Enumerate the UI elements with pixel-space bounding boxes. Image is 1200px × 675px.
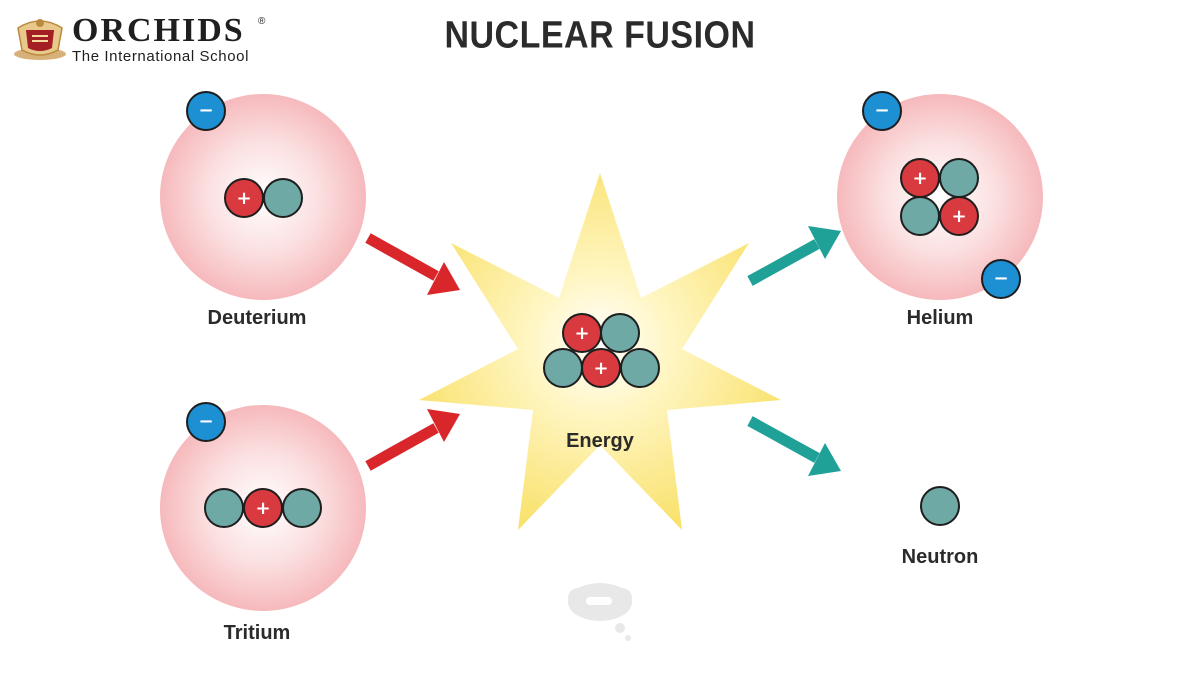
tritium-label: Tritium (223, 622, 291, 644)
proton-particle (939, 196, 979, 236)
neutron-particle (620, 348, 660, 388)
electron-sign: − (993, 268, 1008, 289)
watermark-icon (568, 583, 632, 641)
proton-particle (900, 158, 940, 198)
electron-particle (186, 402, 226, 442)
brand-tagline: The International School (72, 48, 250, 65)
arrow-helium-out (747, 226, 841, 286)
electron-particle (862, 91, 902, 131)
neutron-particle (282, 488, 322, 528)
proton-sign: + (912, 168, 927, 189)
electron-particle (186, 91, 226, 131)
crest-icon (14, 19, 66, 60)
proton-particle (562, 313, 602, 353)
electron-particle (981, 259, 1021, 299)
neutron-particle (920, 486, 960, 526)
registered-mark: ® (258, 16, 266, 27)
deuterium-label: Deuterium (207, 307, 307, 329)
proton-sign: + (236, 188, 251, 209)
proton-sign: + (951, 206, 966, 227)
neutron-particle (543, 348, 583, 388)
arrow-tritium-in (365, 409, 460, 471)
school-logo: ORCHIDS ® The International School (12, 10, 282, 68)
arrow-deuterium-in (365, 233, 460, 295)
helium-atom (837, 94, 1043, 300)
energy-label: Energy (566, 430, 634, 452)
proton-sign: + (255, 498, 270, 519)
electron-sign: − (198, 411, 213, 432)
proton-particle (243, 488, 283, 528)
proton-sign: + (593, 358, 608, 379)
neutron-particle (204, 488, 244, 528)
neutron-particle (263, 178, 303, 218)
arrow-neutron-out (747, 416, 841, 476)
neutron-particle (900, 196, 940, 236)
proton-sign: + (574, 323, 589, 344)
neutron-label: Neutron (901, 546, 979, 568)
neutron-particle (600, 313, 640, 353)
proton-particle (581, 348, 621, 388)
helium-label: Helium (906, 307, 974, 329)
page-title: NUCLEAR FUSION (444, 13, 756, 57)
electron-sign: − (874, 100, 889, 121)
neutron-particle (939, 158, 979, 198)
brand-name: ORCHIDS (72, 12, 245, 49)
electron-sign: − (198, 100, 213, 121)
